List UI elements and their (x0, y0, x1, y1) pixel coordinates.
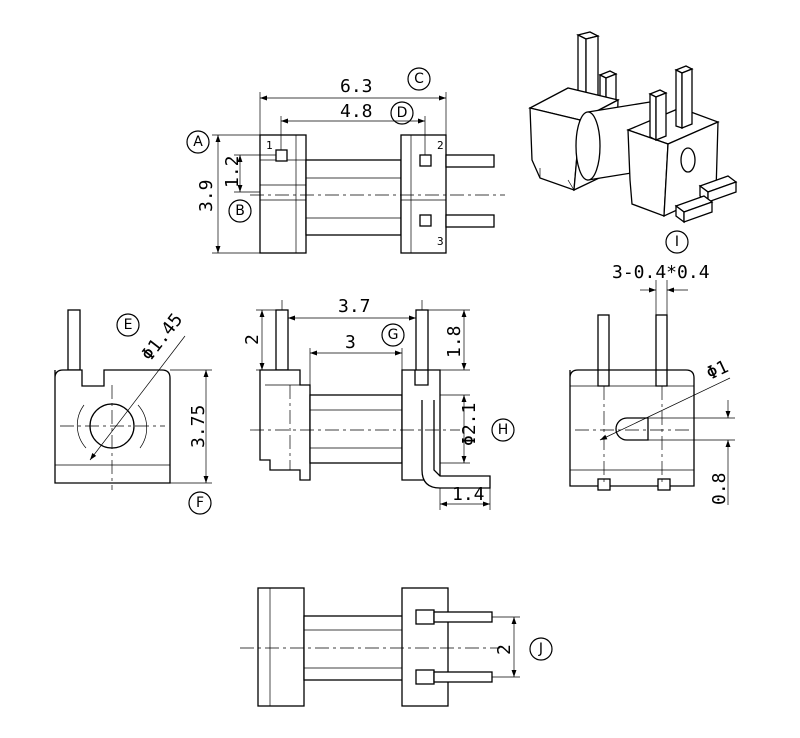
dim-bottom-pitch: 2 (494, 644, 515, 655)
top-view: 1 2 3 6.3 4.8 3.9 1.2 (196, 76, 505, 254)
dim-height-total: 3.9 (196, 179, 217, 212)
dim-body-height: 3.75 (188, 405, 209, 448)
dim-core-dia: Φ2.1 (459, 403, 480, 446)
svg-text:I: I (675, 234, 679, 250)
pin2-square (419, 154, 432, 167)
dim-pin-bend: 1.4 (452, 484, 485, 505)
pin-2 (445, 154, 495, 168)
callout-A: A (186, 130, 210, 154)
pin-number-3: 3 (437, 235, 444, 248)
front-view: 3.7 3 2 1.8 Φ2.1 1.4 (242, 296, 491, 510)
callout-B: B (228, 199, 252, 223)
svg-text:D: D (397, 105, 408, 121)
dim-hole-dia: Φ1.45 (137, 309, 187, 365)
dim-pin-offset: 1.2 (222, 155, 243, 188)
dim-pin-span: 4.8 (340, 101, 373, 122)
callout-G: G (381, 323, 405, 347)
dim-width-total: 6.3 (340, 76, 373, 97)
callout-E: E (116, 313, 140, 337)
pin1-square (275, 149, 288, 162)
pin-3 (445, 214, 495, 228)
callout-F: F (188, 491, 212, 515)
callout-I: I (665, 230, 689, 254)
dim-pin-pitch-long: 3.7 (338, 296, 371, 317)
svg-text:B: B (235, 203, 245, 219)
pin-number-1: 1 (266, 139, 273, 152)
callout-D: D (390, 101, 414, 125)
dim-core-len: 3 (345, 332, 356, 353)
pin-number-2: 2 (437, 139, 444, 152)
svg-text:H: H (498, 422, 509, 438)
svg-text:F: F (196, 495, 204, 511)
dim-pin-len-left: 2 (242, 334, 263, 345)
svg-text:G: G (388, 327, 399, 343)
dim-pin-len-right: 1.8 (444, 325, 465, 358)
pin3-square (419, 214, 432, 227)
bottom-view: 2 (240, 587, 520, 707)
callout-J: J (529, 637, 553, 661)
dim-pin-section: 3-0.4*0.4 (612, 262, 710, 283)
isometric-view (528, 31, 738, 224)
dim-small-hole-dia: Φ1 (703, 356, 732, 384)
side-view: Φ1 0.8 3-0.4*0.4 (569, 262, 735, 505)
svg-text:J: J (538, 641, 543, 657)
callout-C: C (407, 67, 431, 91)
dim-hole-offset: 0.8 (709, 472, 730, 505)
svg-text:A: A (193, 134, 203, 150)
svg-text:E: E (124, 317, 133, 333)
callout-H: H (491, 418, 515, 442)
svg-text:C: C (414, 71, 424, 87)
end-view: Φ1.45 3.75 (54, 309, 212, 490)
